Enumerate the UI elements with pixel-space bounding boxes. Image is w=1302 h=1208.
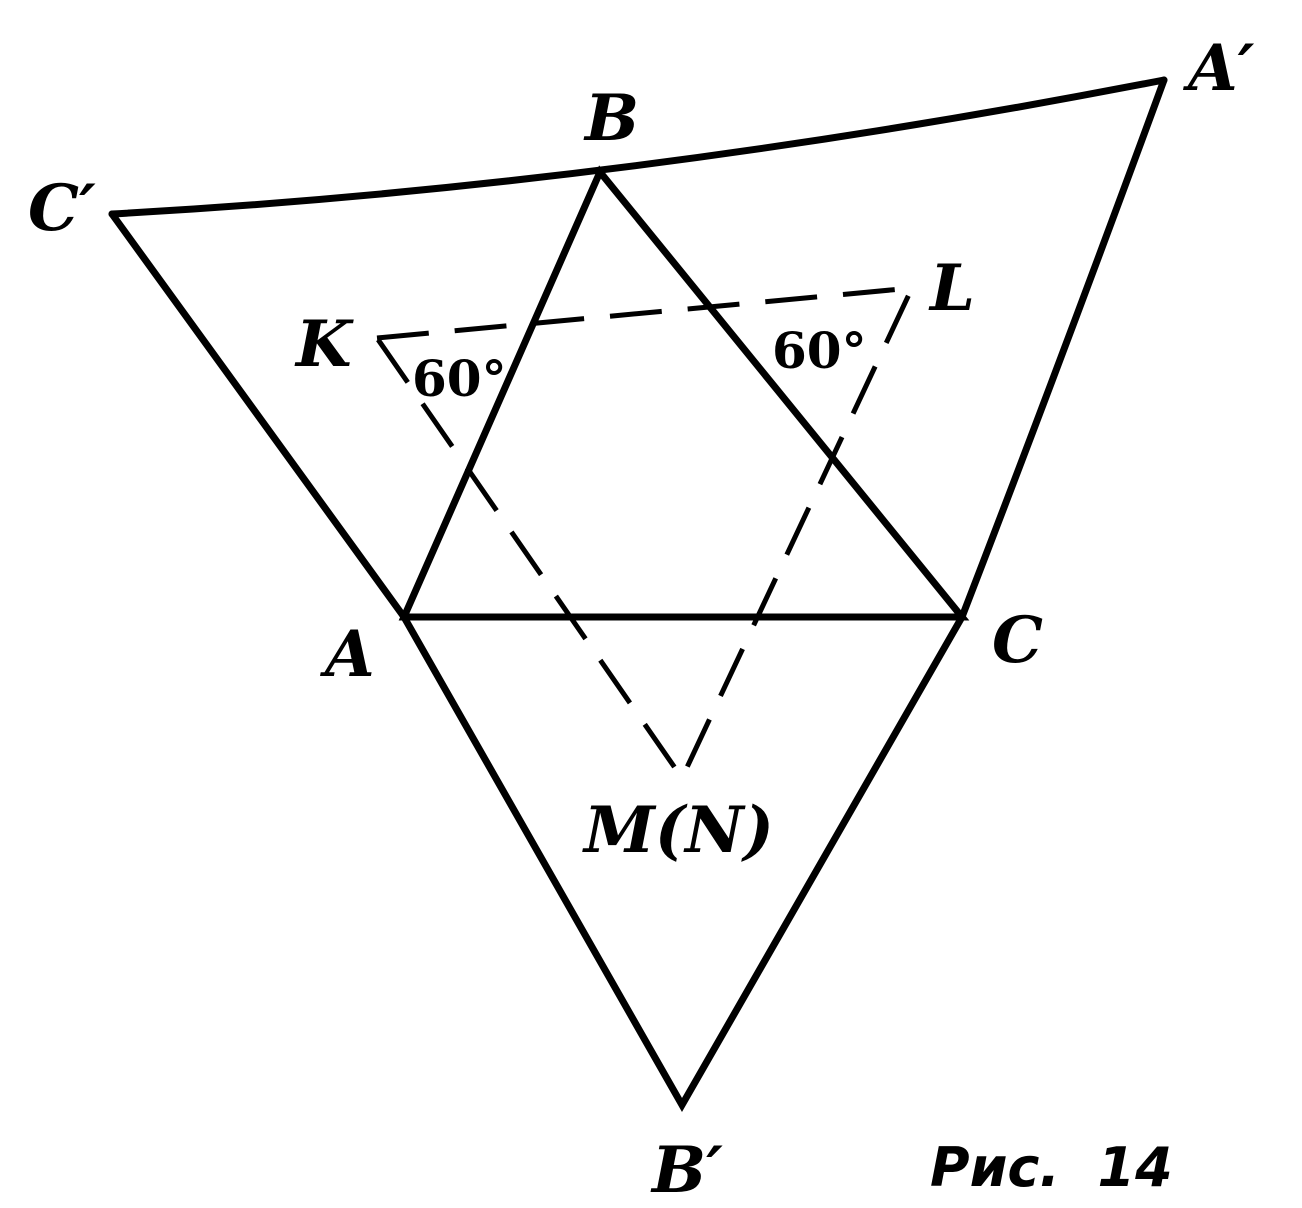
angle-label-k: 60° [412,349,507,408]
curve-c-prime-a-prime [108,76,1168,218]
label-c-prime: C′ [28,171,96,246]
label-mn: M(N) [582,793,774,868]
triangle-abc [398,165,970,621]
segment-a-prime-c [958,76,1168,621]
segment-c-prime-a [108,210,408,621]
angle-label-l: 60° [772,321,867,380]
triangle-a-b-prime-c [400,613,966,1113]
label-a-prime: A′ [1183,31,1255,106]
dashed-triangle-klm [372,285,917,783]
label-l: L [928,251,975,326]
label-k: K [294,307,354,382]
figure-caption: Рис. 14 [930,1136,1173,1199]
label-a: A [320,617,375,692]
label-c: C [992,603,1043,678]
label-b-prime: B′ [650,1133,723,1208]
label-b: B [583,81,639,156]
